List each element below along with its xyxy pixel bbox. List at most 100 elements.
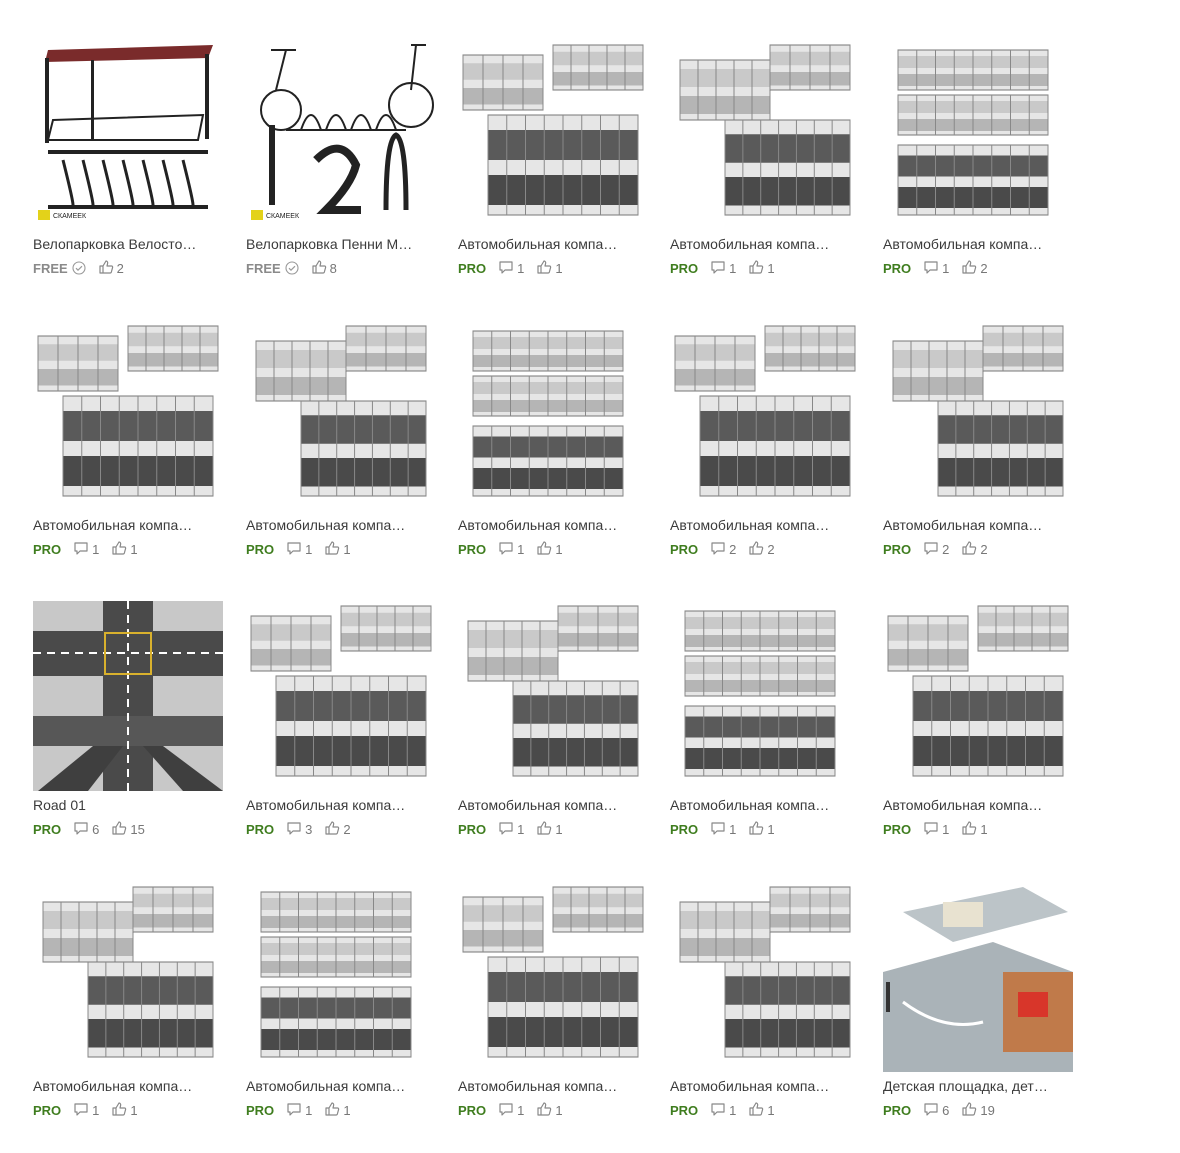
model-thumbnail[interactable] [458,321,648,511]
comments-stat[interactable]: 1 [923,259,949,278]
likes-stat[interactable]: 1 [748,259,775,278]
model-title[interactable]: Автомобильная компа… [458,1078,618,1094]
comments-stat[interactable]: 1 [73,1101,99,1120]
comments-stat[interactable]: 1 [710,259,736,278]
model-title[interactable]: Автомобильная компа… [246,797,406,813]
comments-stat[interactable]: 2 [710,540,736,559]
comments-stat[interactable]: 1 [710,1101,736,1120]
model-thumbnail[interactable] [458,40,648,230]
comments-stat[interactable]: 1 [286,1101,312,1120]
model-thumbnail[interactable] [33,601,223,791]
model-thumbnail[interactable]: СКАМЕЕК [246,40,436,230]
model-thumbnail[interactable] [670,882,860,1072]
model-thumbnail[interactable] [883,882,1073,1072]
likes-stat[interactable]: 19 [961,1101,995,1120]
model-thumbnail[interactable] [670,40,860,230]
model-title[interactable]: Автомобильная компа… [458,236,618,252]
model-title[interactable]: Автомобильная компа… [670,797,830,813]
comments-stat[interactable]: 1 [498,820,524,839]
likes-stat[interactable]: 8 [311,259,337,278]
comments-stat[interactable]: 1 [286,540,312,559]
likes-stat[interactable]: 1 [536,820,563,839]
model-title[interactable]: Автомобильная компа… [33,517,193,533]
model-title[interactable]: Автомобильная компа… [246,517,406,533]
likes-stat[interactable]: 1 [324,540,351,559]
model-thumbnail[interactable] [670,321,860,511]
likes-stat[interactable]: 1 [748,1101,775,1120]
likes-stat[interactable]: 2 [98,259,124,278]
likes-stat[interactable]: 1 [111,540,138,559]
likes-stat[interactable]: 2 [961,540,988,559]
model-thumbnail[interactable] [670,601,860,791]
likes-stat[interactable]: 1 [536,1101,563,1120]
model-title[interactable]: Автомобильная компа… [670,236,830,252]
model-title[interactable]: Автомобильная компа… [883,517,1043,533]
likes-stat[interactable]: 2 [961,259,988,278]
model-title[interactable]: Автомобильная компа… [246,1078,406,1094]
likes-stat[interactable]: 15 [111,820,145,839]
model-thumbnail[interactable] [883,321,1073,511]
model-title[interactable]: Автомобильная компа… [33,1078,193,1094]
likes-stat[interactable]: 1 [536,540,563,559]
model-title[interactable]: Автомобильная компа… [883,797,1043,813]
likes-stat[interactable]: 2 [748,540,775,559]
likes-stat[interactable]: 1 [324,1101,351,1120]
model-thumbnail[interactable] [246,321,436,511]
comments-stat[interactable]: 2 [923,540,949,559]
comments-stat[interactable]: 1 [498,1101,524,1120]
model-thumbnail[interactable] [883,40,1073,230]
model-title[interactable]: Автомобильная компа… [670,517,830,533]
model-title[interactable]: Автомобильная компа… [458,517,618,533]
model-thumbnail[interactable] [246,601,436,791]
model-title[interactable]: Велопарковка Пенни М… [246,236,413,252]
model-thumbnail[interactable] [246,882,436,1072]
likes-stat[interactable]: 1 [536,259,563,278]
model-thumbnail[interactable] [33,882,223,1072]
model-thumbnail[interactable] [458,882,648,1072]
model-thumbnail[interactable] [458,601,648,791]
model-thumbnail[interactable] [33,321,223,511]
model-title[interactable]: Автомобильная компа… [458,797,618,813]
model-title[interactable]: Велопарковка Велосто… [33,236,197,252]
likes-stat[interactable]: 2 [324,820,351,839]
comment-count: 1 [729,821,737,837]
comments-stat[interactable]: 3 [286,820,312,839]
comments-stat[interactable]: 1 [73,540,99,559]
model-title[interactable]: Автомобильная компа… [670,1078,830,1094]
comments-stat[interactable]: 1 [923,820,949,839]
comments-stat[interactable]: 6 [923,1101,949,1120]
likes-stat[interactable]: 1 [748,820,775,839]
comments-stat[interactable]: 6 [73,820,99,839]
likes-stat[interactable]: 1 [961,820,988,839]
comments-stat[interactable]: 1 [498,259,524,278]
model-title[interactable]: Автомобильная компа… [883,236,1043,252]
comments-stat[interactable]: 1 [710,820,736,839]
model-title[interactable]: Road 01 [33,797,86,813]
likes-stat[interactable]: 1 [111,1101,138,1120]
model-thumbnail[interactable] [883,601,1073,791]
model-thumbnail[interactable]: СКАМЕЕК [33,40,223,230]
model-title[interactable]: Детская площадка, дет… [883,1078,1048,1094]
comments-stat[interactable]: 1 [498,540,524,559]
